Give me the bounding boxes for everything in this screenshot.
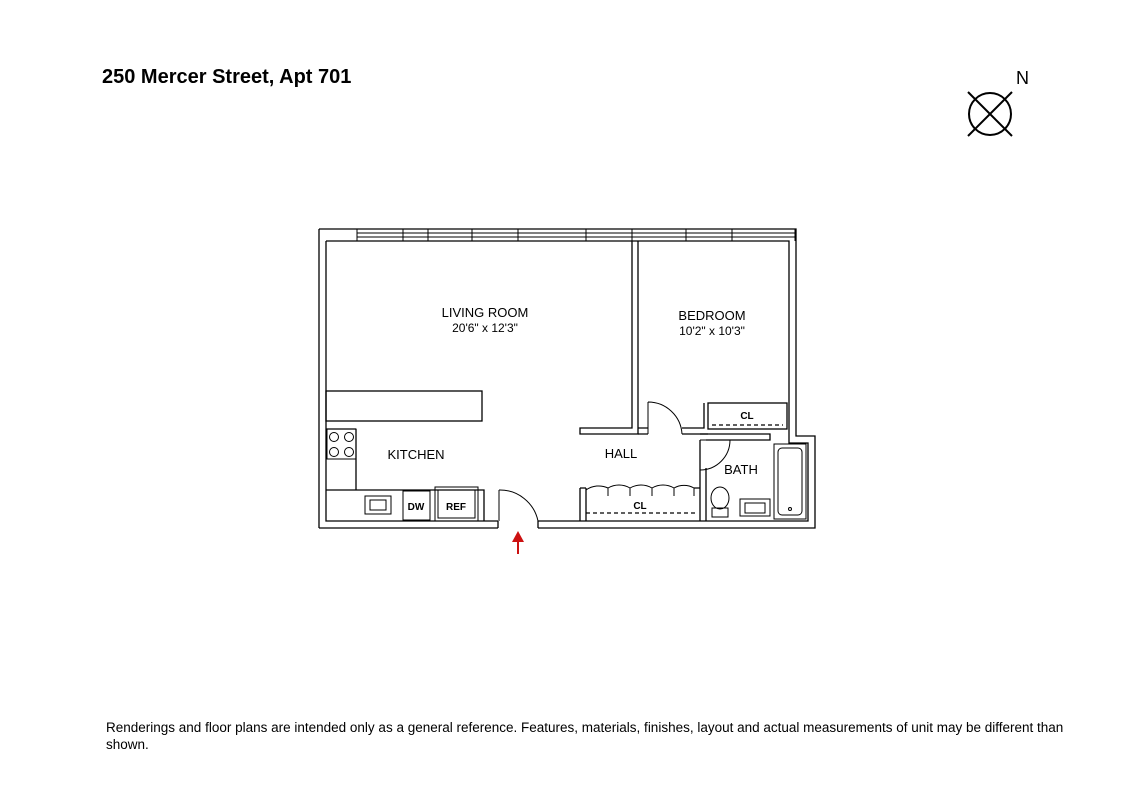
refrigerator-label: REF [446,502,466,513]
bedroom-dims: 10'2" x 10'3" [679,324,745,338]
bedroom-label: BEDROOM [678,308,745,323]
dishwasher-label: DW [408,502,425,513]
hall-label: HALL [605,446,638,461]
bath-sink [739,498,771,517]
north-label: N [1016,68,1029,88]
walls [318,228,816,529]
windows [356,229,796,241]
kitchen-label: KITCHEN [387,447,444,462]
bedroom-closet-label: CL [740,411,753,422]
kitchen-sink [364,495,392,515]
doors [498,401,731,522]
disclaimer: Renderings and floor plans are intended … [106,720,1064,752]
bath-label: BATH [724,462,758,477]
interior-walls [325,241,788,521]
entry-arrow-icon [512,531,524,554]
refrigerator [434,486,479,522]
page-title: 250 Mercer Street, Apt 701 [102,66,352,88]
hall-closet-label: CL [633,501,646,512]
living-room-label: LIVING ROOM [442,305,529,320]
dishwasher [402,490,431,521]
stove [326,428,357,460]
bath-fixtures [710,443,807,520]
kitchen-fixtures [326,428,479,522]
toilet [710,486,730,510]
bathtub [773,443,807,520]
living-room-dims: 20'6" x 12'3" [452,321,518,335]
north-arrow-compass-icon [967,91,1013,137]
